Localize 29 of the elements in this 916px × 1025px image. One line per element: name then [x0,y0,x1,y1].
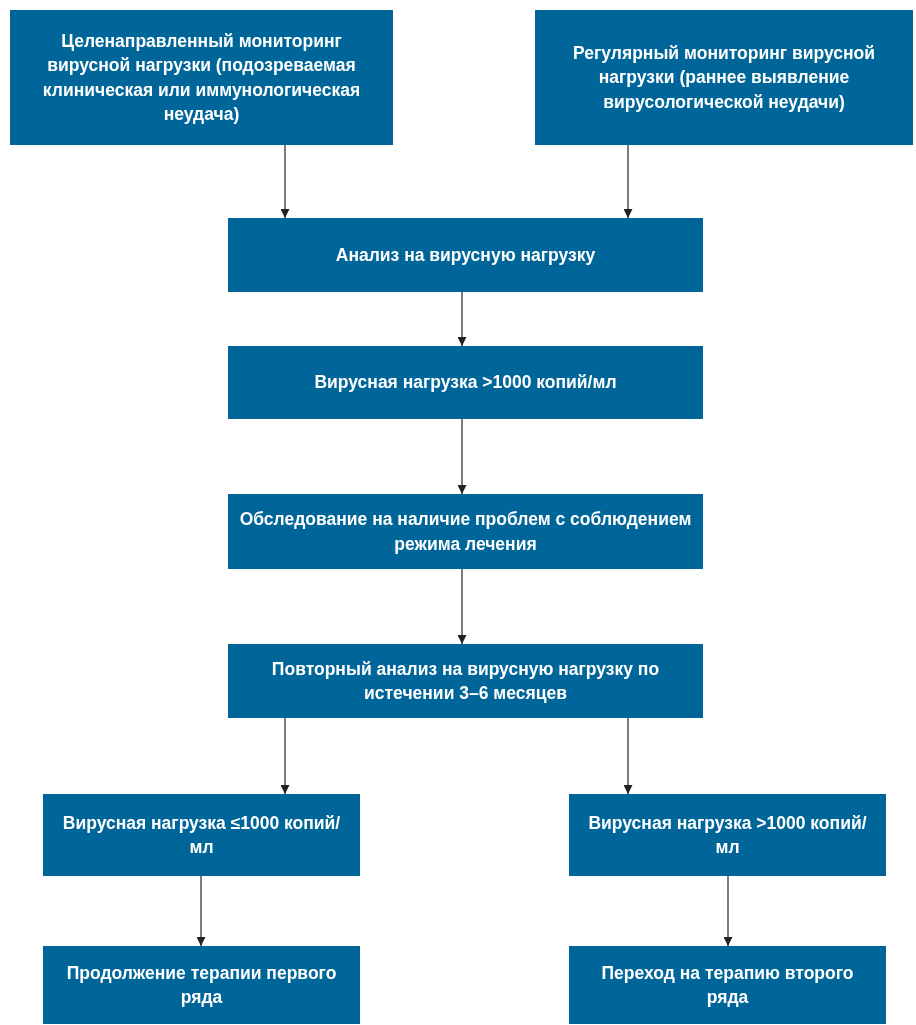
process-box [43,794,360,876]
arrow [457,291,467,347]
process-box [569,794,886,876]
arrow [280,144,290,219]
box-text: Обследование на наличие проблем с соблюдением режима лечения [238,508,693,556]
box-text: Целенаправленный мониторинг вирусной нагрузки (подозреваемая клиническая или иммунологическая неудача) [41,29,362,126]
process-box [569,946,886,1024]
box-text: Анализ на вирусную нагрузку [335,243,596,267]
process-box [10,10,393,145]
arrow [457,568,467,645]
box-text: Вирусная нагрузка >1000 копий/мл [314,371,617,395]
process-box [43,946,360,1024]
arrow [280,717,290,795]
arrow [723,875,733,947]
box-text: Вирусная нагрузка >1000 копий/мл [587,811,868,859]
process-box [228,346,703,419]
process-box [535,10,913,145]
arrow [457,418,467,495]
box-text: Продолжение терапии первого ряда [65,961,338,1009]
process-box [228,644,703,718]
box-text: Повторный анализ на вирусную нагрузку по истечении 3–6 месяцев [270,657,661,705]
process-box [228,494,703,569]
box-text: Переход на терапию второго ряда [600,961,855,1009]
process-box [228,218,703,292]
arrow [623,144,633,219]
arrow [196,875,206,947]
box-text: Регулярный мониторинг вирусной нагрузки (раннее выявление вирусологической неудачи) [572,41,876,114]
arrow [623,717,633,795]
box-text: Вирусная нагрузка ≤1000 копий/мл [61,811,342,859]
